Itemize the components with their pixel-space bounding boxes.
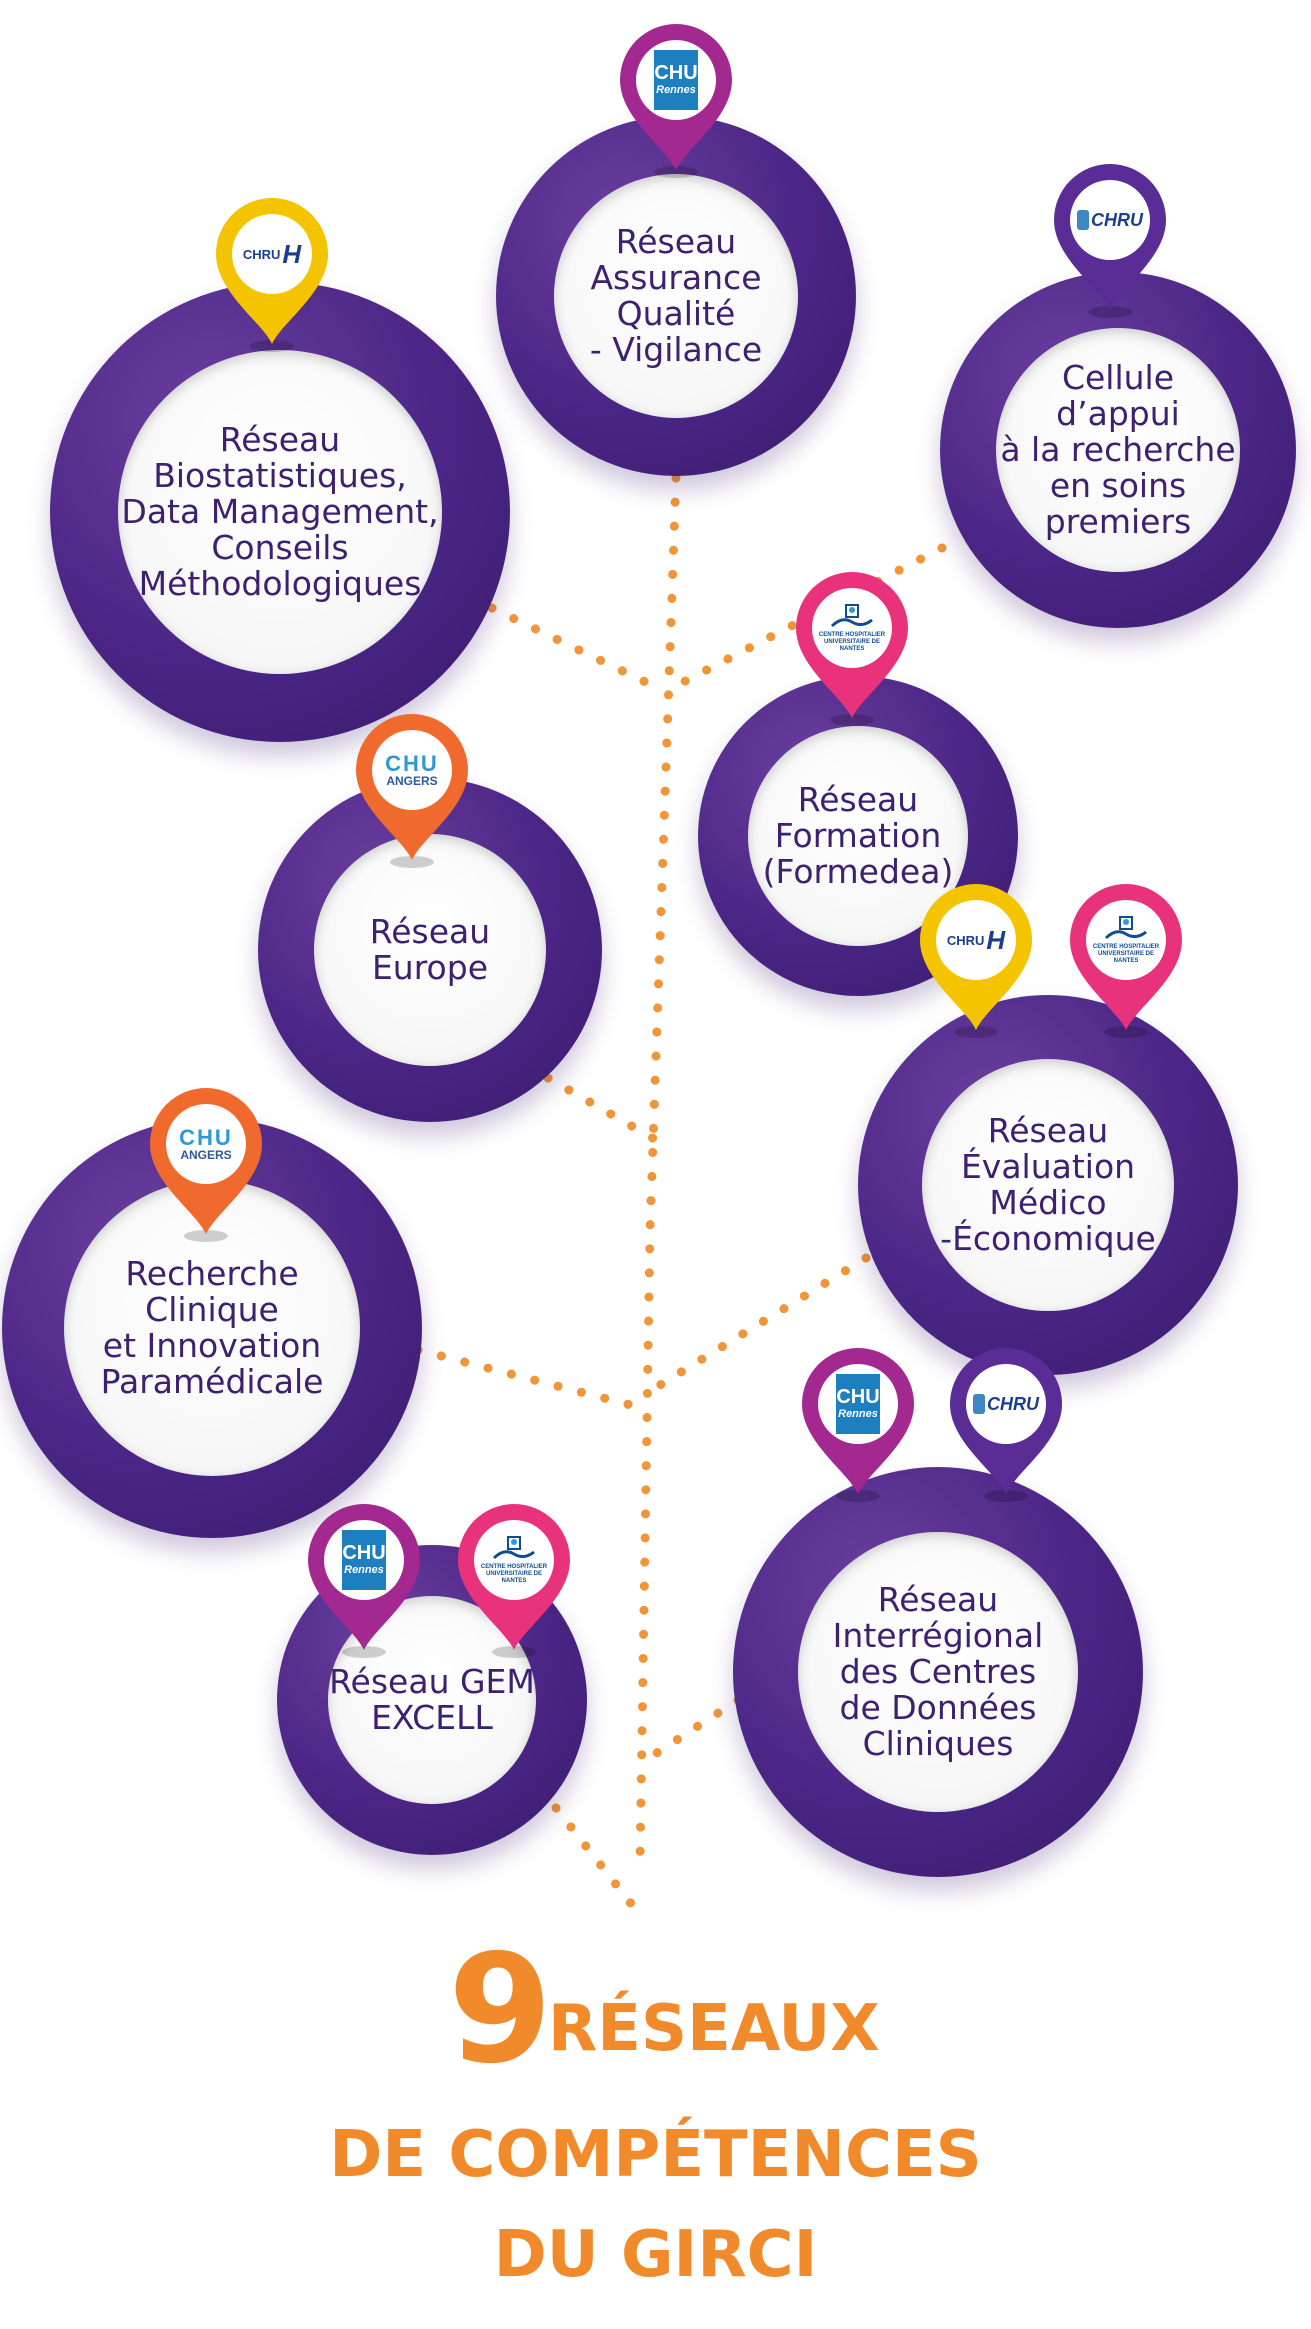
dotted-branch-6 [413,1345,655,1415]
title-line-3: DU GIRCI [493,2218,818,2292]
network-label: Réseau Assurance Qualité - Vigilance [589,222,763,369]
network-circle: Cellule d’appui à la recherche en soins … [940,272,1296,628]
network-circle: Réseau Évaluation Médico -Économique [858,995,1238,1375]
chru-brest-logo: CHRU [966,1364,1046,1444]
network-circle: Réseau Biostatistiques, Data Management,… [50,282,510,742]
dotted-branch-2 [487,603,667,695]
page-title: 9 RÉSEAUX DE COMPÉTENCES DU GIRCI [0,1935,1311,2315]
network-circle-inner: Réseau Évaluation Médico -Économique [922,1059,1174,1311]
chru-brest-logo: CHRU [1070,180,1150,260]
location-pin-icon: CHRU [1048,160,1172,320]
dotted-branch-8 [551,1803,641,1915]
network-circle: Réseau Europe [258,778,602,1122]
dotted-branch-4 [543,1073,661,1145]
network-label: Réseau Europe [369,912,491,987]
network-label: Cellule d’appui à la recherche en soins … [1000,358,1236,541]
dotted-branch-7 [641,1695,743,1765]
network-label: Réseau Formation (Formedea) [762,780,954,891]
title-number: 9 [448,1923,553,2097]
network-circle-inner: Cellule d’appui à la recherche en soins … [996,328,1240,572]
network-circle: Réseau Interrégional des Centres de Donn… [733,1467,1143,1877]
network-circle-inner: Réseau Biostatistiques, Data Management,… [118,350,442,674]
network-circle-inner: Réseau Europe [314,834,546,1066]
network-circle-inner: Recherche Clinique et Innovation Paraméd… [64,1180,360,1476]
title-line-2: DE COMPÉTENCES [329,2118,982,2192]
network-circle: Réseau Assurance Qualité - Vigilance [496,116,856,476]
location-pin-icon: CHRU [944,1344,1068,1504]
network-label: Recherche Clinique et Innovation Paraméd… [100,1254,324,1401]
network-label: Réseau Évaluation Médico -Économique [940,1111,1156,1258]
network-circle: Recherche Clinique et Innovation Paraméd… [2,1118,422,1538]
network-label: Réseau Interrégional des Centres de Donn… [832,1580,1044,1763]
dotted-branch-3 [663,543,947,695]
network-circle-inner: Réseau Assurance Qualité - Vigilance [554,174,798,418]
network-label: Réseau Biostatistiques, Data Management,… [121,420,439,603]
network-circle-inner: Réseau Interrégional des Centres de Donn… [798,1532,1078,1812]
title-line-1: RÉSEAUX [548,1992,880,2066]
network-label: Réseau GEM EXCELL [329,1662,535,1737]
